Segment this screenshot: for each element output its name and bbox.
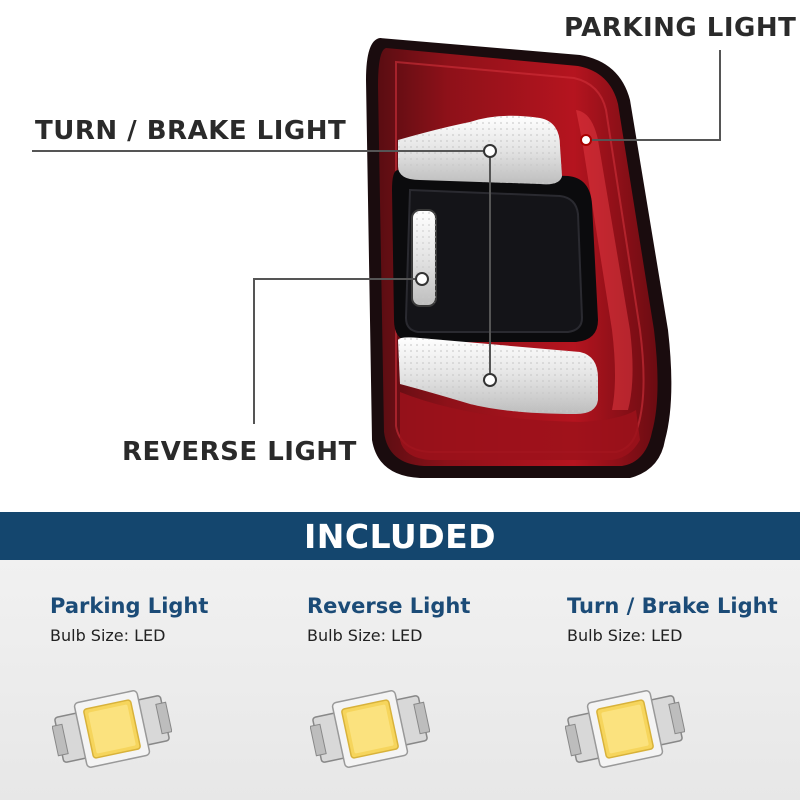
- included-items: Parking Light Bulb Size: LED Reverse Lig…: [0, 560, 800, 800]
- included-item-reverse: Reverse Light Bulb Size: LED: [307, 594, 557, 645]
- led-chip-icon: [565, 690, 685, 768]
- callout-markers: [415, 134, 592, 387]
- callout-reverse-light: REVERSE LIGHT: [122, 437, 357, 467]
- tail-light-illustration: [32, 38, 721, 478]
- item-bulb-size: Bulb Size: LED: [567, 626, 683, 645]
- item-title: Parking Light: [50, 594, 209, 618]
- product-image-area: PARKING LIGHT TURN / BRAKE LIGHT REVERSE…: [32, 13, 797, 478]
- parking-strip: [576, 110, 633, 410]
- callout-turn-brake-light: TURN / BRAKE LIGHT: [35, 116, 347, 146]
- item-bulb-size: Bulb Size: LED: [307, 626, 423, 645]
- included-banner: INCLUDED: [0, 512, 800, 560]
- included-item-turn-brake: Turn / Brake Light Bulb Size: LED: [567, 594, 800, 645]
- led-chip-icon: [310, 690, 430, 768]
- callout-parking-light: PARKING LIGHT: [564, 13, 797, 43]
- item-title: Turn / Brake Light: [567, 594, 778, 618]
- callout-lines: [32, 50, 721, 424]
- banner-title: INCLUDED: [303, 516, 497, 556]
- item-title: Reverse Light: [307, 594, 471, 618]
- led-chip-icon: [52, 690, 172, 768]
- included-item-parking: Parking Light Bulb Size: LED: [50, 594, 300, 645]
- item-bulb-size: Bulb Size: LED: [50, 626, 166, 645]
